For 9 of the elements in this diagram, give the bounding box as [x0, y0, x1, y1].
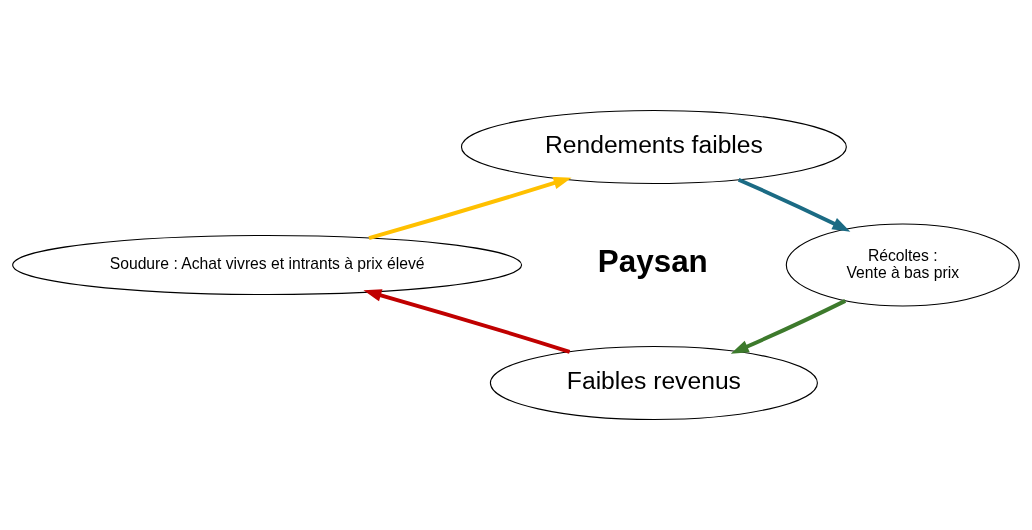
- node-ellipse: Soudure : Achat vivres et intrants à prix élevé: [12, 234, 523, 296]
- node-ellipse: Récoltes : Vente à bas prix: [785, 223, 1020, 307]
- label: Paysan: [597, 243, 708, 279]
- arrow: [363, 289, 571, 354]
- arrow: [730, 299, 847, 354]
- arrow: [737, 177, 851, 232]
- arrow: [368, 177, 572, 240]
- node-ellipse: Rendements faibles: [460, 109, 847, 184]
- node-ellipse: Faibles revenus: [489, 346, 818, 421]
